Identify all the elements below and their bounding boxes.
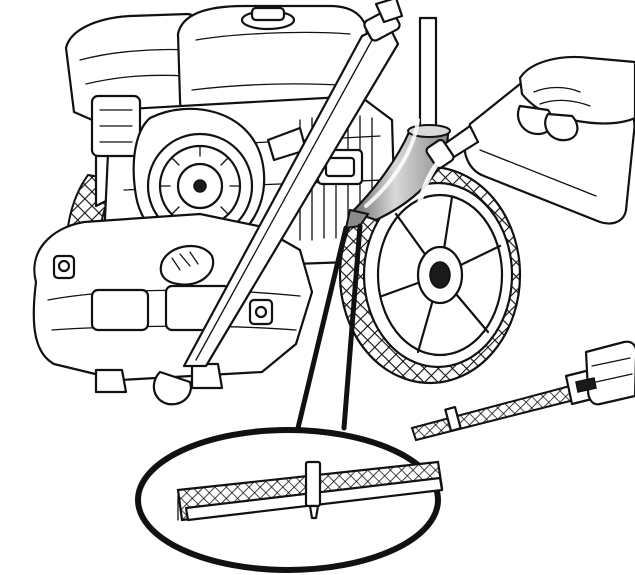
magnifier-callout <box>135 223 444 573</box>
spray-wand <box>182 0 404 368</box>
hand-illustration <box>516 55 635 142</box>
funnel-illustration <box>344 118 451 230</box>
dipstick-illustration <box>410 340 635 442</box>
front-wheel <box>338 165 522 385</box>
